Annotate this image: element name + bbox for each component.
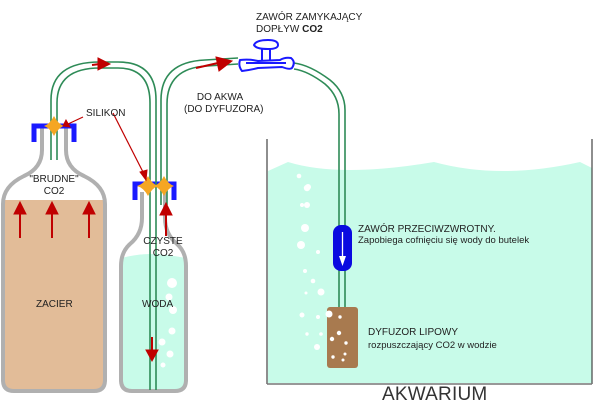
arrow-up-icon — [82, 200, 96, 238]
diffuser — [325, 307, 358, 368]
arrow-up-icon — [13, 200, 27, 238]
check-valve-label-desc: Zapobiega cofnięciu się wody do butelek — [358, 234, 530, 246]
silikon-pointer-arrow — [62, 116, 84, 128]
brudne-co2-label: "BRUDNE" CO2 — [24, 174, 84, 197]
bottle-water — [119, 181, 188, 393]
bottle-mash-outline — [1, 128, 107, 393]
czyste-co2-label-line2: CO2 — [152, 247, 174, 259]
silicone-seals — [44, 116, 174, 196]
arrow-up-icon — [159, 201, 173, 236]
flow-arrows — [13, 56, 234, 363]
shutoff-valve-label-co2: CO2 — [302, 23, 323, 35]
aquarium-label: AKWARIUM — [382, 384, 488, 405]
shutoff-valve-label-line2: DOPŁYW CO2 — [256, 24, 362, 36]
shutoff-valve[interactable] — [238, 38, 295, 73]
bottle-water-outline — [119, 192, 188, 393]
do-akwa-label: DO AKWA (DO DYFUZORA) — [184, 92, 264, 115]
diffuser-label-title: DYFUZOR LIPOWY — [368, 327, 459, 338]
do-akwa-label-line2: (DO DYFUZORA) — [184, 103, 264, 115]
check-valve — [333, 225, 352, 271]
arrow-down-icon — [145, 337, 159, 363]
bottle-water-cap — [132, 181, 177, 200]
brudne-co2-label-line2: CO2 — [43, 185, 65, 197]
diffuser-label: DYFUZOR LIPOWY rozpuszczający CO2 w wodz… — [368, 327, 497, 351]
zacier-label: ZACIER — [36, 299, 73, 310]
shutoff-valve-label-prefix: DOPŁYW — [256, 23, 303, 35]
czyste-co2-label: CZYSTE CO2 — [137, 236, 189, 259]
czyste-co2-label-line1: CZYSTE — [143, 236, 183, 247]
arrow-right-icon — [195, 56, 234, 72]
bottle-water-liquid — [121, 254, 186, 391]
bottle-mash-liquid — [3, 200, 105, 391]
do-akwa-label-line1: DO AKWA — [196, 92, 244, 103]
silikon-pointer-arrow — [112, 112, 148, 182]
check-valve-label-title: ZAWÓR PRZECIWZWROTNY. — [358, 224, 496, 235]
silikon-label: SILIKON — [86, 108, 126, 119]
brudne-co2-label-line1: "BRUDNE" — [29, 174, 79, 185]
shutoff-valve-label: ZAWÓR ZAMYKAJĄCY DOPŁYW CO2 — [256, 12, 362, 35]
shutoff-valve-label-line1: ZAWÓR ZAMYKAJĄCY — [256, 12, 363, 23]
aquarium-bubbles — [296, 173, 325, 350]
arrow-right-icon — [91, 57, 112, 71]
diffuser-label-desc: rozpuszczający CO2 w wodzie — [368, 339, 497, 351]
woda-label: WODA — [142, 299, 174, 310]
bottle-mash — [1, 123, 107, 393]
arrow-up-icon — [45, 200, 59, 238]
check-valve-label: ZAWÓR PRZECIWZWROTNY. Zapobiega cofnięci… — [358, 224, 529, 246]
tube-valve-to-aquarium — [293, 62, 346, 318]
bottle-water-bubbles — [158, 278, 177, 368]
